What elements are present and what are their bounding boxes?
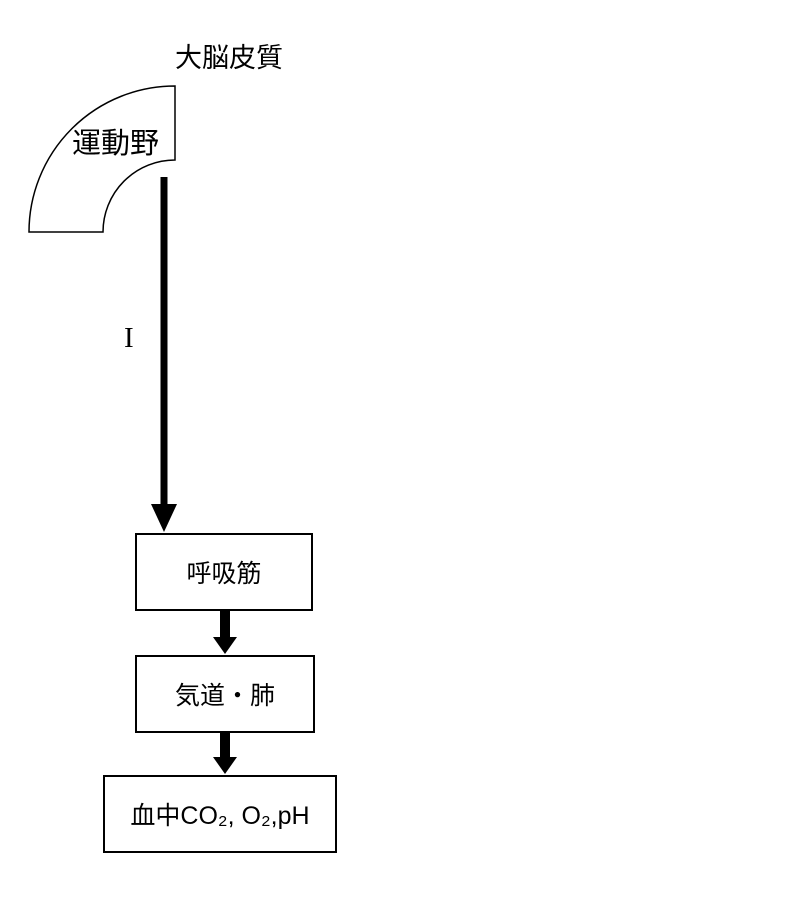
down-arrow-1-head-icon bbox=[213, 637, 237, 654]
cerebral-cortex-title: 大脳皮質 bbox=[175, 43, 283, 73]
box-respiratory-muscles: 呼吸筋 bbox=[135, 533, 313, 611]
down-arrow-2-head-icon bbox=[213, 757, 237, 774]
long-down-arrow-head-icon bbox=[151, 504, 177, 532]
box-airway-lungs: 気道・肺 bbox=[135, 655, 315, 733]
box-respiratory-muscles-label: 呼吸筋 bbox=[186, 560, 262, 588]
motor-area-shape bbox=[28, 85, 176, 233]
box-blood-gases: 血中CO₂, O₂,pH bbox=[103, 775, 337, 853]
box-airway-lungs-label: 気道・肺 bbox=[174, 682, 275, 710]
box-blood-gases-label: 血中CO₂, O₂,pH bbox=[130, 802, 310, 830]
long-arrow-label-I: I bbox=[124, 322, 134, 354]
motor-area-label: 運動野 bbox=[72, 128, 160, 160]
